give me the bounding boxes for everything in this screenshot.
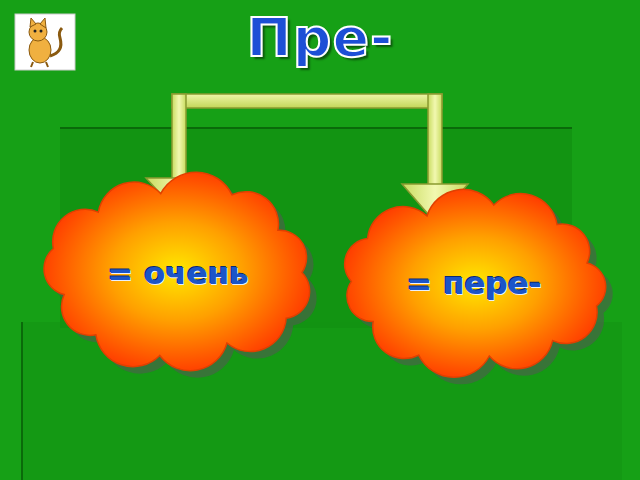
cloud-text: = очень [107,255,248,291]
panel-edge [60,127,572,129]
cloud-text: = пере- [406,265,541,301]
cloud-shape: = очень [38,175,318,370]
cat-icon [15,14,75,70]
cloud-fill [44,172,310,370]
panel-edge [21,322,23,480]
cloud-shape: = пере- [335,190,613,375]
title: Пре- [0,6,640,69]
cloud-fill [345,189,606,377]
